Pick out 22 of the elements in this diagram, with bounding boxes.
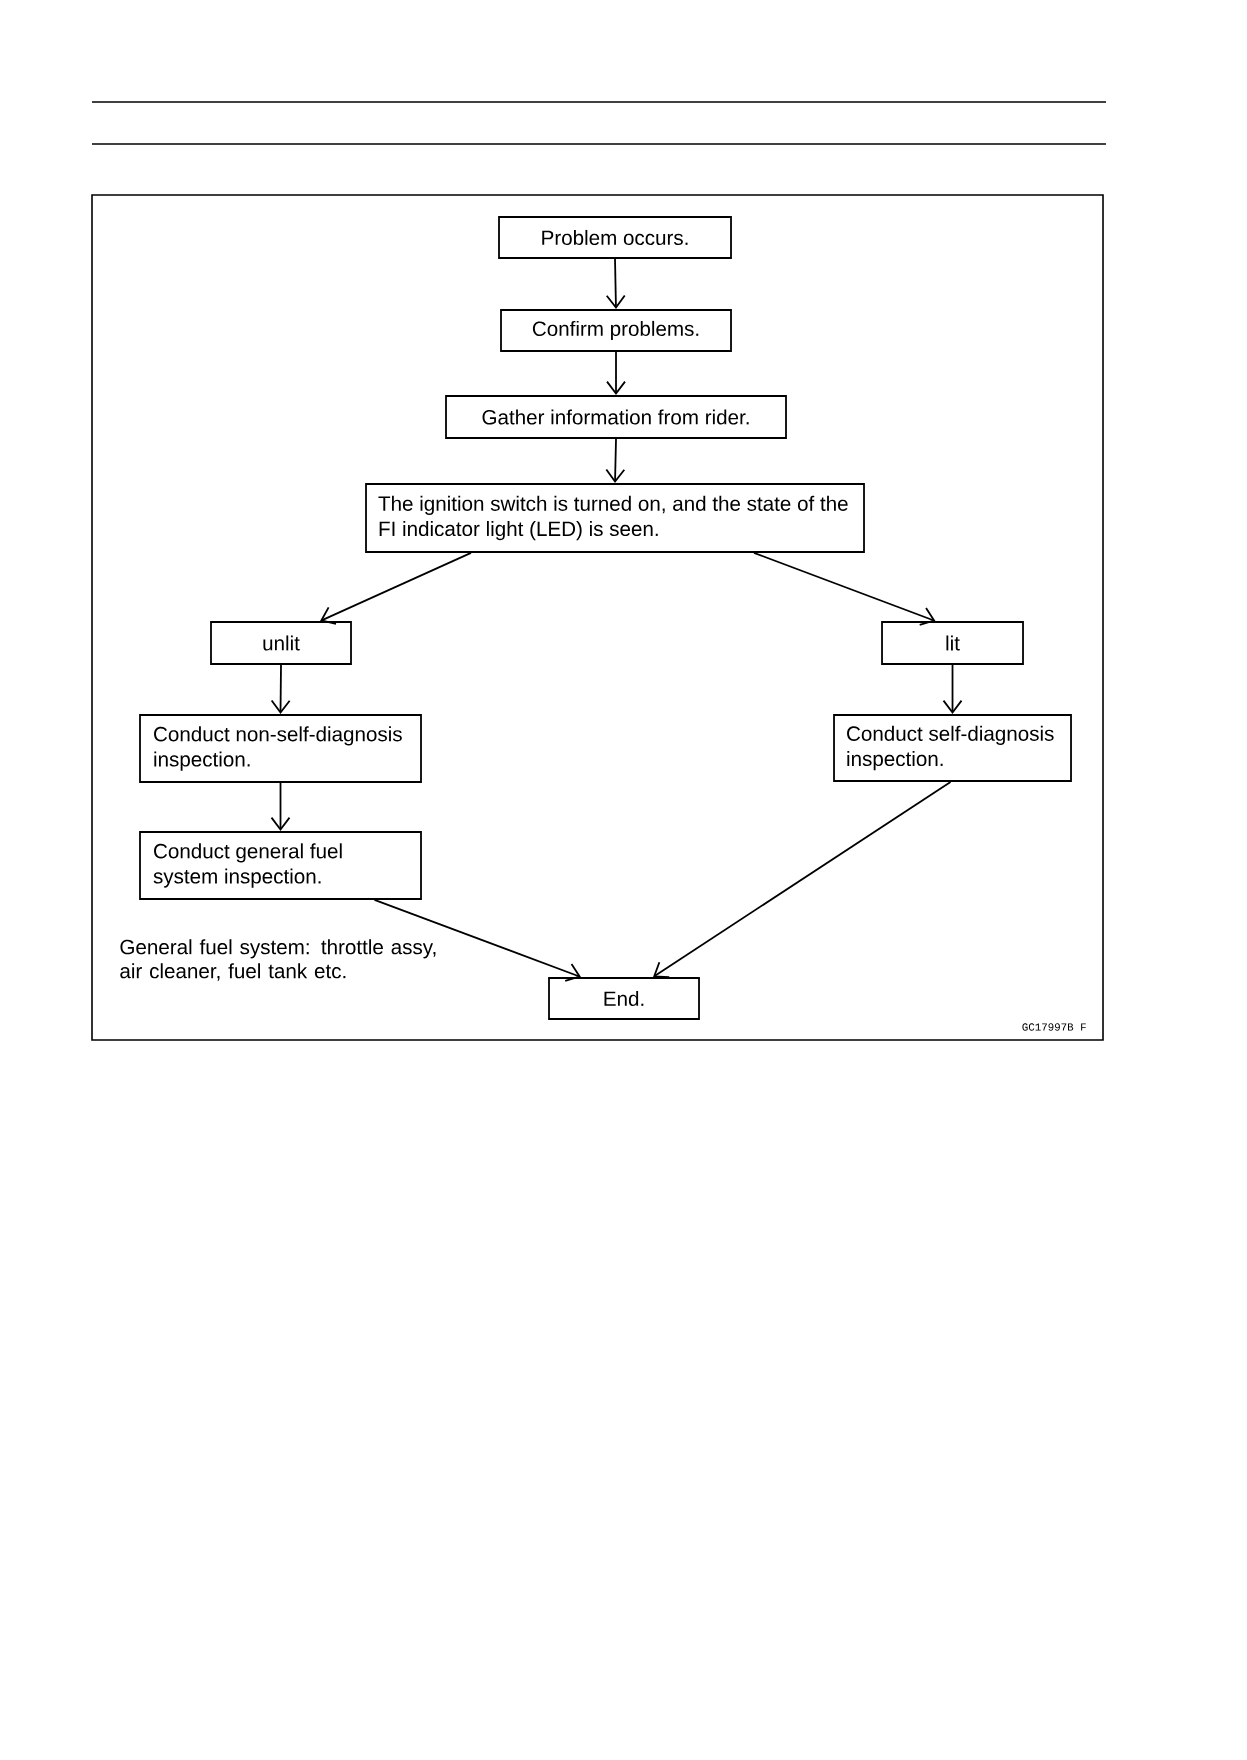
process-box: Gather information from rider. [445, 395, 787, 439]
arrow [653, 781, 952, 979]
process-box: Confirm problems. [500, 309, 732, 352]
process-box: lit [881, 621, 1024, 665]
arrow [753, 552, 936, 626]
arrow [270, 664, 291, 715]
arrow [373, 899, 581, 982]
process-box: The ignition switch is turned on, and the state of the FI indicator light (LED) is seen. [365, 483, 865, 553]
figure-code: GC17997B F [1022, 1023, 1086, 1031]
process-box: Problem occurs. [498, 216, 732, 259]
note-text: General fuel system: throttle assy, air cleaner, fuel tank etc. [120, 939, 436, 981]
process-box: unlit [210, 621, 352, 665]
process-box: Conduct general fuel system inspection. [139, 831, 422, 900]
arrow [942, 664, 963, 715]
arrow [605, 258, 626, 310]
process-box: Conduct non-self-diagnosis inspection. [139, 714, 422, 783]
process-box: Conduct self-diagnosis inspection. [833, 714, 1072, 782]
arrow [320, 552, 472, 625]
arrow [270, 782, 291, 832]
arrow [605, 438, 626, 484]
process-box: End. [548, 977, 700, 1020]
arrow [606, 351, 626, 396]
